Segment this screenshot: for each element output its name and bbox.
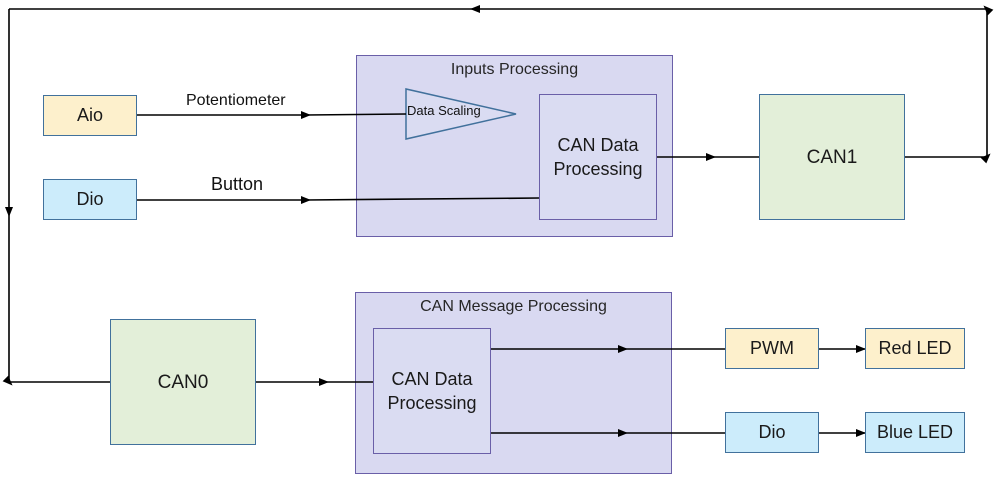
can1-block: CAN1: [759, 94, 905, 220]
blue-led-block: Blue LED: [865, 412, 965, 453]
pwm-block: PWM: [725, 328, 819, 369]
can1-loop-wire-top: [9, 5, 994, 164]
potentiometer-wire: [137, 111, 407, 120]
button-label: Button: [211, 174, 264, 194]
can-data-processing-block-bottom: CAN Data Processing: [373, 328, 491, 454]
potentiometer-label: Potentiometer: [186, 92, 286, 109]
can0-block: CAN0: [110, 319, 256, 445]
dio-output-block: Dio: [725, 412, 819, 453]
button-wire: [137, 196, 540, 205]
can-message-processing-title: CAN Message Processing: [420, 298, 607, 315]
can1-loop-wire-side: [2, 9, 110, 386]
aio-block: Aio: [43, 95, 137, 136]
dio-input-block: Dio: [43, 179, 137, 220]
data-scaling-label: Data Scaling: [407, 103, 481, 118]
red-led-block: Red LED: [865, 328, 965, 369]
